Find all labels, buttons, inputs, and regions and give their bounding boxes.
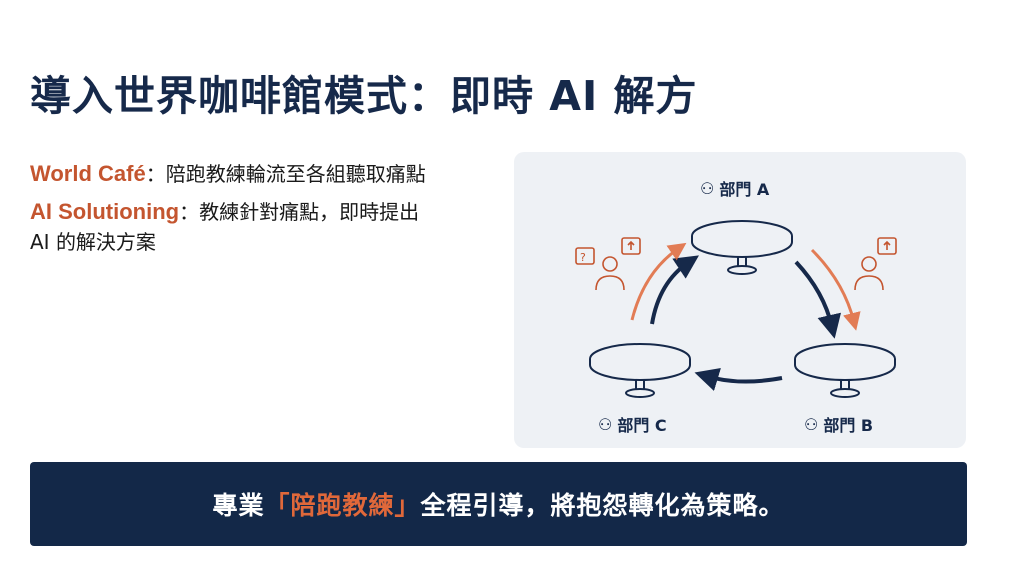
arrow-c-to-a xyxy=(650,255,699,325)
summary-banner: 專業「陪跑教練」全程引導，將抱怨轉化為策略。 xyxy=(30,462,967,546)
arrow-c-to-a-coach xyxy=(630,242,687,321)
coach-icon-right xyxy=(854,237,897,291)
department-b-label: ⚇部門 B xyxy=(804,414,874,436)
bullet-text: ：陪跑教練輪流至各組聽取痛點 xyxy=(145,162,426,186)
banner-text: 全程引導，將抱怨轉化為策略。 xyxy=(420,491,785,520)
table-icon-a xyxy=(691,220,793,275)
arrow-a-to-b-coach xyxy=(810,248,861,331)
diagram-graphic: ? xyxy=(575,220,897,398)
bullet-world-cafe: World Café：陪跑教練輪流至各組聽取痛點 xyxy=(30,155,500,193)
people-icon: ⚇ xyxy=(700,178,715,198)
department-c-label: ⚇部門 C xyxy=(598,414,667,436)
svg-text:?: ? xyxy=(580,251,586,264)
coach-icon-left: ? xyxy=(575,237,641,291)
table-icon-c xyxy=(589,343,691,398)
table-icon-b xyxy=(794,343,896,398)
banner-highlight: 「陪跑教練」 xyxy=(264,491,421,520)
people-icon: ⚇ xyxy=(804,414,819,434)
department-a-label: ⚇部門 A xyxy=(700,178,770,200)
bullet-text-continued: AI 的解決方案 xyxy=(30,230,156,254)
bullet-term: World Café xyxy=(30,161,146,186)
bullet-list: World Café：陪跑教練輪流至各組聽取痛點 AI Solutioning：… xyxy=(30,155,500,257)
people-icon: ⚇ xyxy=(598,414,613,434)
banner-text: 專業 xyxy=(212,491,265,520)
page-title: 導入世界咖啡館模式：即時 AI 解方 xyxy=(30,72,698,120)
world-cafe-diagram: ? ⚇部門 A ⚇部門 C ⚇部門 B xyxy=(514,152,966,448)
arrow-a-to-b xyxy=(794,260,842,339)
bullet-term: AI Solutioning xyxy=(30,199,180,224)
arrow-b-to-c xyxy=(694,367,783,391)
bullet-ai-solutioning: AI Solutioning：教練針對痛點，即時提出 xyxy=(30,193,500,231)
bullet-text: ：教練針對痛點，即時提出 xyxy=(179,200,420,224)
